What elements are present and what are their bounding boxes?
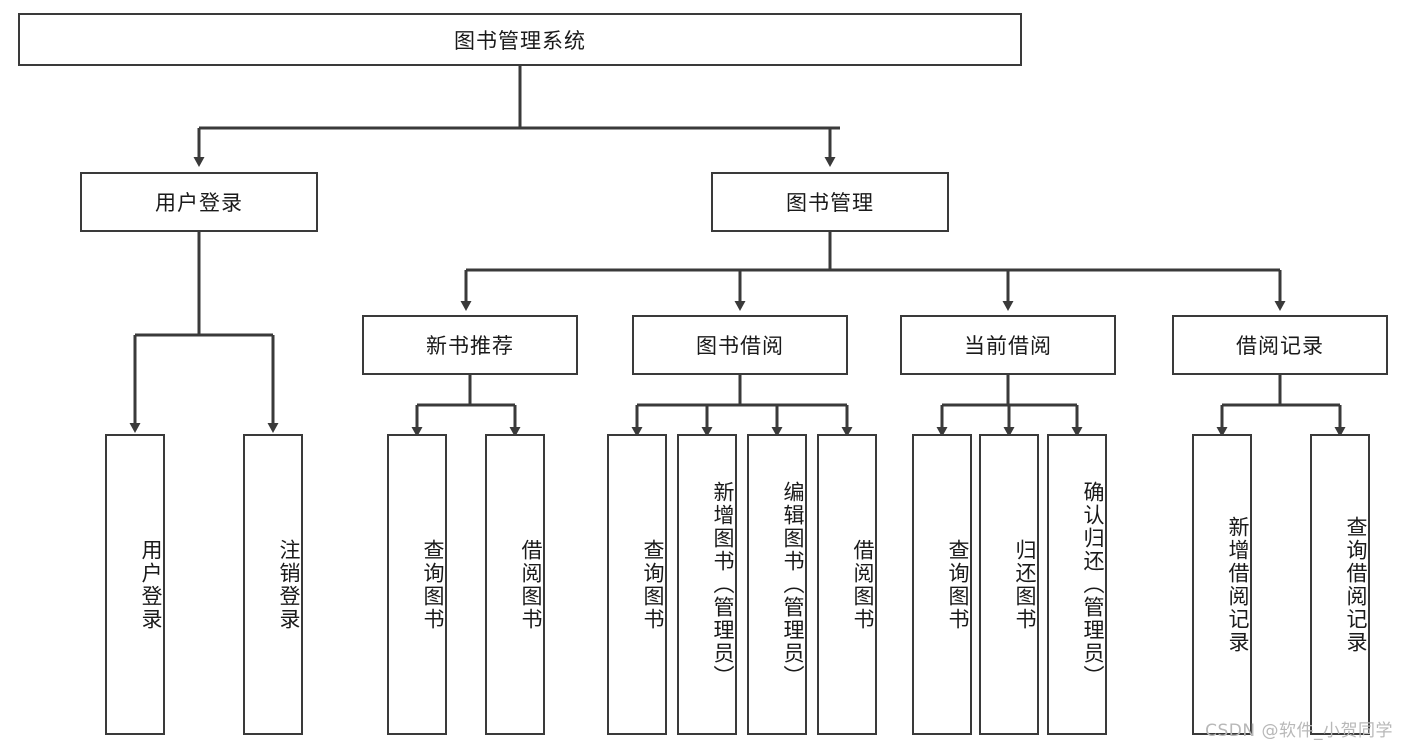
leaf-label: 注销登录 — [277, 538, 301, 631]
leaf-book-borrow-borrow[interactable]: 借阅图书 — [817, 434, 877, 735]
node-book-manage[interactable]: 图书管理 — [711, 172, 949, 232]
leaf-borrow-record-add[interactable]: 新增借阅记录 — [1192, 434, 1252, 735]
node-root[interactable]: 图书管理系统 — [18, 13, 1022, 66]
node-user-login-label: 用户登录 — [155, 191, 243, 215]
node-current-borrow-label: 当前借阅 — [964, 334, 1052, 358]
leaf-book-borrow-add[interactable]: 新增图书（管理员） — [677, 434, 737, 735]
leaf-label: 新增图书（管理员） — [711, 481, 735, 688]
node-current-borrow[interactable]: 当前借阅 — [900, 315, 1116, 375]
leaf-book-borrow-edit[interactable]: 编辑图书（管理员） — [747, 434, 807, 735]
leaf-label: 查询图书 — [421, 538, 445, 631]
node-root-label: 图书管理系统 — [454, 28, 586, 53]
leaf-label: 新增借阅记录 — [1226, 515, 1250, 654]
node-new-book-recommend[interactable]: 新书推荐 — [362, 315, 578, 375]
leaf-label: 用户登录 — [139, 538, 163, 631]
leaf-current-borrow-query[interactable]: 查询图书 — [912, 434, 972, 735]
node-new-book-recommend-label: 新书推荐 — [426, 334, 514, 358]
leaf-label: 查询借阅记录 — [1344, 515, 1368, 654]
node-book-manage-label: 图书管理 — [786, 191, 874, 215]
node-user-login[interactable]: 用户登录 — [80, 172, 318, 232]
leaf-user-login-logout[interactable]: 注销登录 — [243, 434, 303, 735]
leaf-label: 借阅图书 — [851, 538, 875, 631]
watermark-text: CSDN @软件_小贺同学 — [1205, 721, 1393, 741]
leaf-current-borrow-return[interactable]: 归还图书 — [979, 434, 1039, 735]
leaf-label: 归还图书 — [1013, 538, 1037, 631]
leaf-label: 查询图书 — [946, 538, 970, 631]
leaf-new-book-borrow[interactable]: 借阅图书 — [485, 434, 545, 735]
node-book-borrow-label: 图书借阅 — [696, 334, 784, 358]
leaf-new-book-query[interactable]: 查询图书 — [387, 434, 447, 735]
node-borrow-record-label: 借阅记录 — [1236, 334, 1324, 358]
leaf-current-borrow-confirm[interactable]: 确认归还（管理员） — [1047, 434, 1107, 735]
leaf-borrow-record-query[interactable]: 查询借阅记录 — [1310, 434, 1370, 735]
leaf-label: 借阅图书 — [519, 538, 543, 631]
node-book-borrow[interactable]: 图书借阅 — [632, 315, 848, 375]
leaf-label: 查询图书 — [641, 538, 665, 631]
leaf-book-borrow-query[interactable]: 查询图书 — [607, 434, 667, 735]
node-borrow-record[interactable]: 借阅记录 — [1172, 315, 1388, 375]
leaf-label: 编辑图书（管理员） — [781, 481, 805, 688]
leaf-label: 确认归还（管理员） — [1081, 481, 1105, 688]
leaf-user-login-login[interactable]: 用户登录 — [105, 434, 165, 735]
